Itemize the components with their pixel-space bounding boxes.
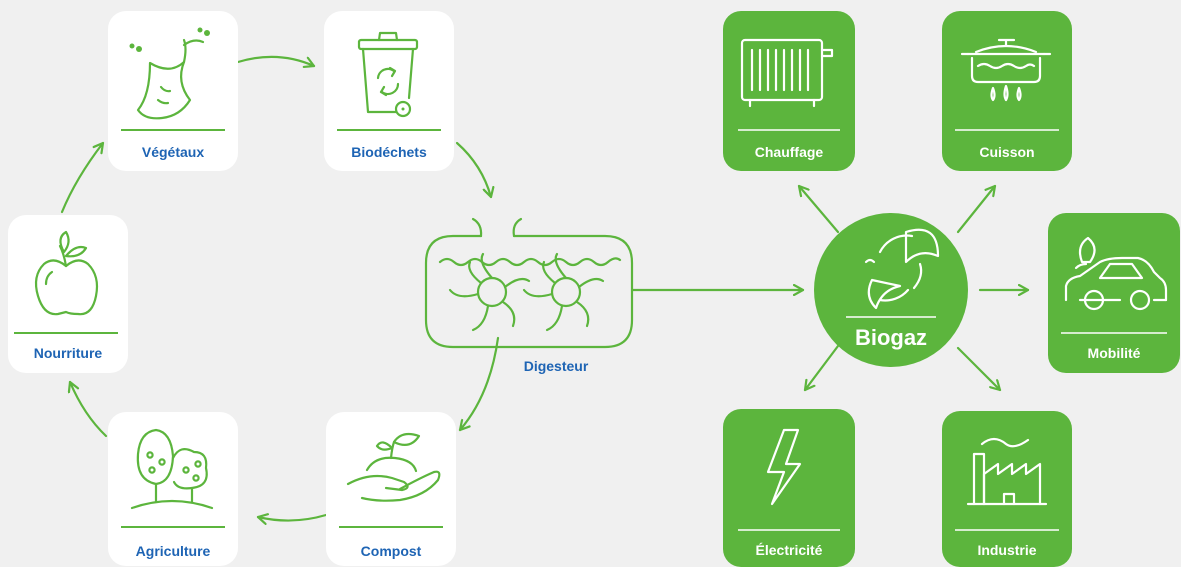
arrow-nourriture-to-vegetaux bbox=[60, 141, 105, 214]
cooking-pot-icon bbox=[960, 38, 1052, 102]
trees-icon bbox=[130, 428, 214, 510]
label-industrie: Industrie bbox=[977, 542, 1036, 558]
recycle-leaves-icon bbox=[864, 228, 940, 310]
arrow-biogaz-to-cuisson bbox=[956, 184, 997, 234]
card-nourriture: Nourriture bbox=[8, 215, 128, 373]
label-digesteur: Digesteur bbox=[524, 358, 589, 374]
label-mobilite: Mobilité bbox=[1088, 345, 1141, 361]
card-biodechets: Biodéchets bbox=[324, 11, 454, 171]
apple-icon bbox=[34, 230, 99, 316]
card-mobilite: Mobilité bbox=[1048, 213, 1180, 373]
arrow-compost-to-agriculture bbox=[256, 515, 328, 521]
rotor-left bbox=[448, 252, 531, 332]
card-vegetaux: Végétaux bbox=[108, 11, 238, 171]
label-electricite: Électricité bbox=[756, 542, 823, 558]
card-agriculture: Agriculture bbox=[108, 412, 238, 566]
card-industrie: Industrie bbox=[942, 411, 1072, 567]
lightning-icon bbox=[766, 428, 802, 506]
hand-sprout-icon bbox=[346, 432, 441, 502]
card-compost: Compost bbox=[326, 412, 456, 566]
digester-tank-icon bbox=[424, 217, 634, 349]
label-cuisson: Cuisson bbox=[979, 144, 1034, 160]
arrow-agriculture-to-nourriture bbox=[70, 380, 108, 438]
arrow-vegetaux-to-biodechets bbox=[236, 55, 316, 66]
label-agriculture: Agriculture bbox=[136, 543, 211, 559]
car-leaf-icon bbox=[1064, 236, 1168, 311]
arrow-biogaz-to-electricite bbox=[803, 344, 840, 392]
arrow-biogaz-to-chauffage bbox=[797, 184, 840, 234]
card-chauffage: Chauffage bbox=[723, 11, 855, 171]
compost-bin-icon bbox=[357, 31, 419, 118]
label-vegetaux: Végétaux bbox=[142, 144, 204, 160]
label-biodechets: Biodéchets bbox=[351, 144, 427, 160]
biogaz-node: Biogaz bbox=[814, 213, 968, 367]
factory-icon bbox=[966, 437, 1048, 506]
digesteur: Digesteur bbox=[424, 217, 634, 374]
card-electricite: Électricité bbox=[723, 409, 855, 567]
arrow-digesteur-to-compost bbox=[458, 336, 500, 432]
card-cuisson: Cuisson bbox=[942, 11, 1072, 171]
rotor-right bbox=[522, 252, 605, 332]
label-compost: Compost bbox=[361, 543, 422, 559]
label-biogaz: Biogaz bbox=[855, 325, 927, 350]
radiator-icon bbox=[740, 38, 834, 108]
apple-core-icon bbox=[129, 27, 210, 120]
biogaz-arrows bbox=[630, 184, 1030, 392]
label-chauffage: Chauffage bbox=[755, 144, 824, 160]
arrow-biodechets-to-digesteur bbox=[455, 141, 491, 199]
label-nourriture: Nourriture bbox=[34, 345, 103, 361]
arrow-biogaz-to-industrie bbox=[956, 346, 1002, 392]
cycle-arrows bbox=[60, 55, 500, 521]
